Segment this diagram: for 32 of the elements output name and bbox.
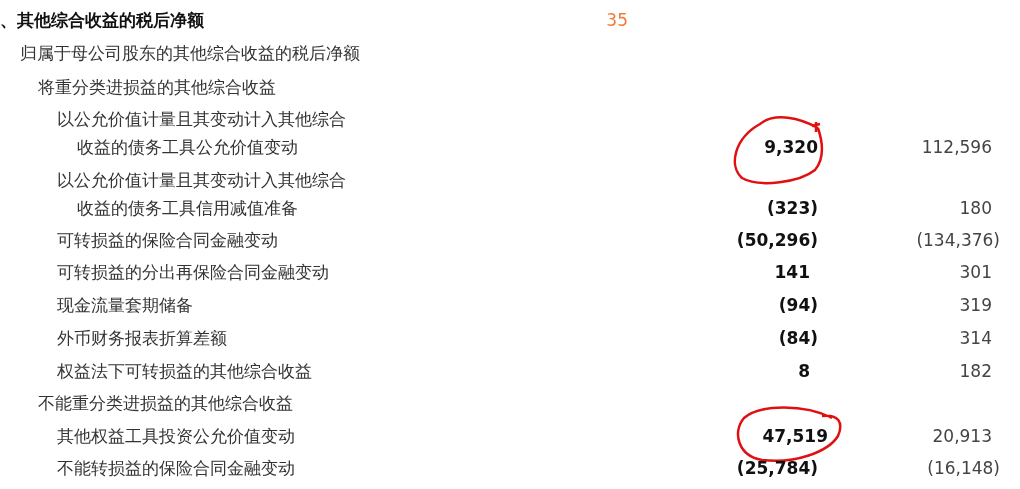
row-label: 不能重分类进损益的其他综合收益 (38, 392, 293, 415)
value-cell-text: 9,320 (764, 136, 818, 159)
value-cell-text: 8 (798, 360, 810, 383)
value-cell-text: 182 (959, 360, 992, 383)
row-label: 其他权益工具投资公允价值变动 (57, 425, 295, 448)
value-cell-text: 47,519 (762, 425, 828, 448)
value-cell-text: 141 (774, 261, 810, 284)
row-label: 以公允价值计量且其变动计入其他综合收益的债务工具公允价值变动 (57, 108, 347, 159)
row-label: 可转损益的保险合同金融变动 (57, 229, 278, 252)
value-cell-text: (94) (778, 294, 818, 317)
value-cell-text: 112,596 (921, 136, 992, 159)
section-heading: 、其他综合收益的税后净额 (0, 9, 204, 32)
row-label: 权益法下可转损益的其他综合收益 (57, 360, 312, 383)
value-cell-text: (84) (778, 327, 818, 350)
row-label: 现金流量套期储备 (57, 294, 193, 317)
note-number: 35 (606, 9, 628, 32)
row-label: 将重分类进损益的其他综合收益 (38, 76, 276, 99)
row-label: 可转损益的分出再保险合同金融变动 (57, 261, 329, 284)
value-cell-text: (134,376) (916, 229, 1000, 252)
value-cell-text: (16,148) (927, 457, 1000, 480)
value-cell-text: 301 (959, 261, 992, 284)
row-label: 不能转损益的保险合同金融变动 (57, 457, 295, 480)
value-cell-text: 20,913 (932, 425, 992, 448)
value-cell-text: (25,784) (736, 457, 818, 480)
value-cell-text: 314 (959, 327, 992, 350)
row-label: 归属于母公司股东的其他综合收益的税后净额 (20, 42, 360, 65)
row-label: 以公允价值计量且其变动计入其他综合收益的债务工具信用减值准备 (57, 169, 347, 220)
value-cell-text: (323) (766, 197, 818, 220)
row-label: 外币财务报表折算差额 (57, 327, 227, 350)
value-cell-text: 319 (959, 294, 992, 317)
value-cell-text: 180 (959, 197, 992, 220)
value-cell-text: (50,296) (736, 229, 818, 252)
